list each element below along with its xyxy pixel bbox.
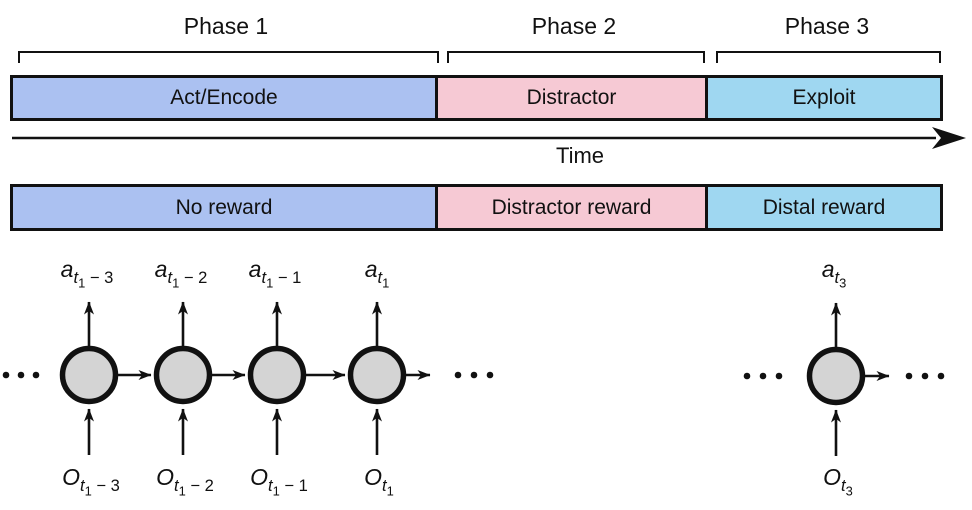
observation-label-t3: Ot3 — [823, 464, 853, 498]
rnn-node-3 — [247, 345, 307, 405]
reward-segment-distal-reward: Distal reward — [708, 187, 940, 228]
reward-segment-no-reward: No reward — [13, 187, 435, 228]
time-axis-label: Time — [555, 143, 605, 168]
rnn-node-4 — [347, 345, 407, 405]
observation-label-t1-1: Ot1 − 1 — [250, 464, 308, 498]
reward-bar: No reward Distractor reward Distal rewar… — [10, 184, 943, 231]
activity-segment-distractor: Distractor — [435, 78, 708, 118]
action-label-t1-2: at1 − 2 — [154, 256, 208, 290]
phase3-bracket — [716, 51, 941, 63]
ellipsis-middle — [454, 371, 494, 379]
reward-segment-distractor-reward: Distractor reward — [435, 187, 708, 228]
ellipsis-right — [905, 372, 945, 380]
phase1-bracket — [18, 51, 439, 63]
observation-label-t1-2: Ot1 − 2 — [156, 464, 214, 498]
activity-segment-act-encode: Act/Encode — [13, 78, 435, 118]
observation-label-t1: Ot1 — [364, 464, 394, 498]
activity-bar: Act/Encode Distractor Exploit — [10, 75, 943, 121]
rnn-node-exploit — [806, 346, 866, 406]
action-label-t1: at1 — [364, 256, 390, 290]
ellipsis-left — [2, 371, 40, 379]
time-arrowhead — [932, 127, 966, 149]
phase1-label: Phase 1 — [183, 13, 269, 39]
ellipsis-pre-exploit — [743, 372, 783, 380]
activity-segment-exploit: Exploit — [708, 78, 940, 118]
action-label-t1-3: at1 − 3 — [60, 256, 114, 290]
rnn-node-1 — [59, 345, 119, 405]
phase2-bracket — [447, 51, 705, 63]
action-arrows — [84, 301, 841, 351]
observation-label-t1-3: Ot1 − 3 — [62, 464, 120, 498]
rnn-nodes — [59, 345, 866, 406]
action-label-t3: at3 — [821, 256, 847, 290]
action-label-t1-1: at1 − 1 — [248, 256, 302, 290]
observation-arrows — [84, 408, 841, 456]
phase3-label: Phase 3 — [784, 13, 870, 39]
time-arrow — [12, 127, 966, 149]
phase2-label: Phase 2 — [531, 13, 617, 39]
rnn-node-2 — [153, 345, 213, 405]
